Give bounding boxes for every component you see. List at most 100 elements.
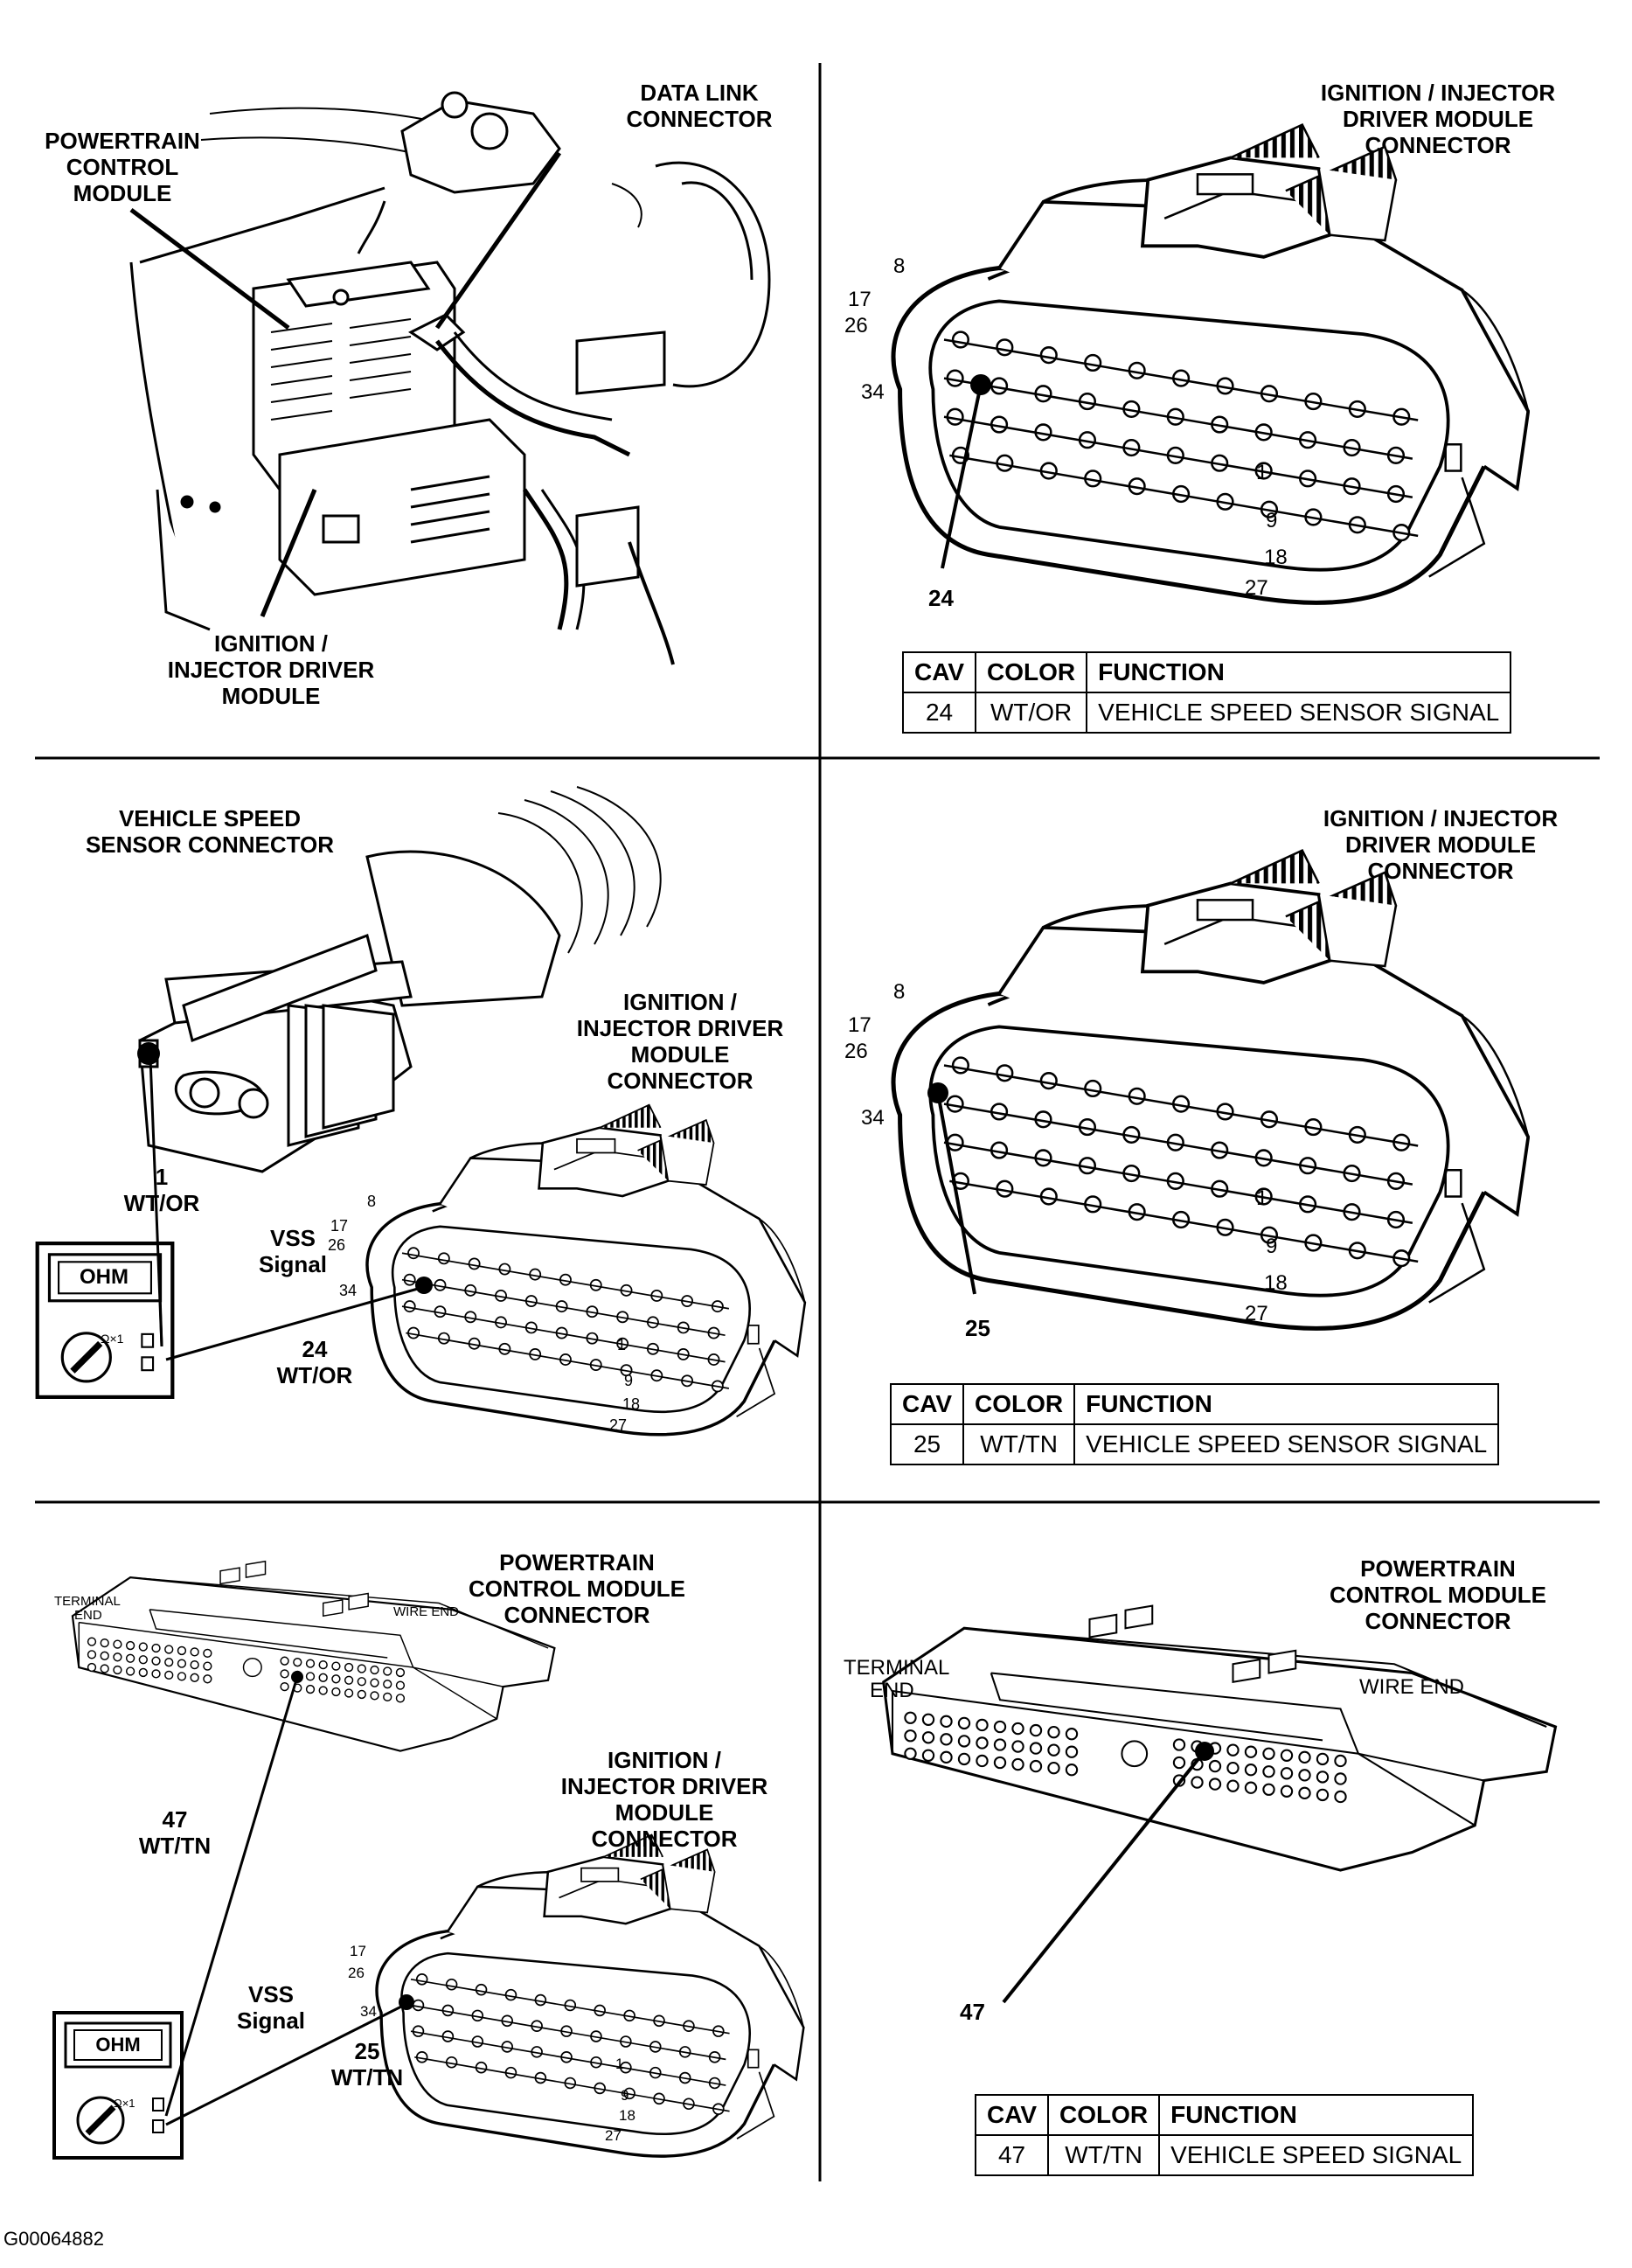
svg-text:18: 18 xyxy=(1264,546,1288,569)
cell-cav: 24 xyxy=(901,692,977,734)
cell-color: WT/OR xyxy=(975,692,1088,734)
callout-24: 24 xyxy=(928,585,954,611)
meter-display-p3: OHM xyxy=(80,1265,128,1289)
p4-pin-numbers: 8 17 26 34 1 9 18 27 xyxy=(844,980,1288,1325)
col-cav: CAV xyxy=(974,2094,1050,2136)
callout-line-47 xyxy=(1002,1750,1206,2004)
p3-pin-numbers: 8 17 26 34 1 9 18 27 xyxy=(328,1193,640,1434)
svg-text:WIRE END: WIRE END xyxy=(393,1604,459,1619)
leader-lines-p1 xyxy=(129,151,562,617)
p5-pin-numbers: 17 26 34 1 9 18 27 xyxy=(348,1943,635,2144)
svg-text:34: 34 xyxy=(861,1106,885,1130)
cell-function: VEHICLE SPEED SIGNAL xyxy=(1158,2134,1475,2176)
svg-text:8: 8 xyxy=(893,254,905,278)
meter-range-p3: Ω×1 xyxy=(101,1332,124,1346)
cavity-table-24: CAV COLOR FUNCTION 24 WT/OR VEHICLE SPEE… xyxy=(901,651,1512,734)
col-color: COLOR xyxy=(962,1383,1076,1425)
svg-text:9: 9 xyxy=(1266,509,1277,532)
svg-text:17: 17 xyxy=(350,1943,366,1959)
svg-text:WIRE END: WIRE END xyxy=(1359,1675,1464,1699)
callout-line-24 xyxy=(941,384,983,569)
figure-id: G00064882 xyxy=(3,2228,104,2250)
svg-text:18: 18 xyxy=(1264,1271,1288,1295)
p2-pin-numbers: 8 17 26 34 1 9 18 27 xyxy=(844,254,1288,600)
svg-text:17: 17 xyxy=(848,1013,872,1037)
svg-text:1: 1 xyxy=(1256,461,1267,484)
cell-function: VEHICLE SPEED SENSOR SIGNAL xyxy=(1073,1423,1500,1465)
engine-compartment-illustration xyxy=(129,91,771,665)
cell-cav: 25 xyxy=(889,1423,965,1465)
svg-text:9: 9 xyxy=(1266,1235,1277,1258)
svg-text:1: 1 xyxy=(1256,1186,1267,1210)
panel-dividers xyxy=(35,63,1600,2181)
cell-cav: 47 xyxy=(974,2134,1050,2176)
pcm-connector-p6 xyxy=(882,1604,1558,1872)
svg-text:34: 34 xyxy=(861,380,885,404)
svg-text:18: 18 xyxy=(619,2107,635,2124)
svg-text:27: 27 xyxy=(609,1416,627,1434)
test-leads-p3 xyxy=(149,1057,425,1361)
svg-text:34: 34 xyxy=(339,1282,357,1299)
col-color: COLOR xyxy=(1047,2094,1161,2136)
svg-text:26: 26 xyxy=(844,314,868,337)
svg-text:27: 27 xyxy=(1245,1302,1268,1325)
col-function: FUNCTION xyxy=(1086,651,1512,693)
cell-color: WT/TN xyxy=(1047,2134,1161,2176)
meter-range-p5: Ω×1 xyxy=(114,2097,135,2110)
svg-text:26: 26 xyxy=(348,1965,365,1981)
svg-text:27: 27 xyxy=(605,2127,622,2144)
meter-display-p5: OHM xyxy=(95,2034,140,2056)
idm-connector-p2 xyxy=(893,125,1528,603)
idm-connector-p4 xyxy=(893,851,1528,1329)
svg-text:18: 18 xyxy=(622,1395,640,1413)
col-cav: CAV xyxy=(889,1383,965,1425)
col-color: COLOR xyxy=(975,651,1088,693)
svg-text:34: 34 xyxy=(360,2003,377,2020)
col-function: FUNCTION xyxy=(1073,1383,1500,1425)
callout-line-25 xyxy=(936,1092,976,1295)
svg-text:8: 8 xyxy=(367,1193,376,1210)
table-row: 24 WT/OR VEHICLE SPEED SENSOR SIGNAL xyxy=(901,692,1512,734)
cavity-table-25: CAV COLOR FUNCTION 25 WT/TN VEHICLE SPEE… xyxy=(889,1383,1500,1465)
svg-text:27: 27 xyxy=(1245,576,1268,600)
vss-pin-1-highlight xyxy=(137,1042,160,1065)
cavity-table-47: CAV COLOR FUNCTION 47 WT/TN VEHICLE SPEE… xyxy=(974,2094,1475,2176)
svg-text:17: 17 xyxy=(848,288,872,311)
test-leads-p5 xyxy=(164,1676,407,2126)
table-row: 47 WT/TN VEHICLE SPEED SIGNAL xyxy=(974,2134,1475,2176)
svg-text:1: 1 xyxy=(615,2056,623,2072)
svg-text:9: 9 xyxy=(624,1372,633,1389)
svg-text:9: 9 xyxy=(621,2087,628,2104)
idm-connector-p5 xyxy=(375,1833,806,2158)
cell-function: VEHICLE SPEED SENSOR SIGNAL xyxy=(1086,692,1512,734)
svg-text:26: 26 xyxy=(328,1236,345,1254)
cavity-24-highlight-p3 xyxy=(415,1277,433,1294)
vss-sensor-connector xyxy=(138,786,662,1173)
svg-text:1: 1 xyxy=(617,1336,626,1353)
col-cav: CAV xyxy=(901,651,977,693)
col-function: FUNCTION xyxy=(1158,2094,1475,2136)
cell-color: WT/TN xyxy=(962,1423,1076,1465)
callout-25: 25 xyxy=(965,1315,990,1341)
